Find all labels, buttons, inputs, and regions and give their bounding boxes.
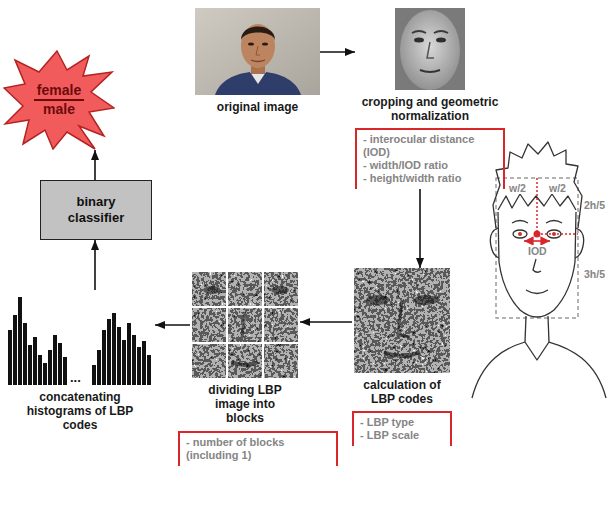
lbp-image: [354, 268, 450, 373]
dimension-label: w/2: [548, 182, 567, 194]
step-caption: cropping and geometric normalization: [361, 95, 499, 123]
step-caption: calculation of LBP codes: [352, 378, 452, 406]
step-caption: concatenating histograms of LBP codes: [25, 390, 135, 432]
face-sketch: [472, 142, 606, 398]
image-step: dividing LBP image into blocks- number o…: [190, 272, 300, 425]
class-label: male: [40, 101, 78, 118]
step-caption: dividing LBP image into blocks: [198, 383, 292, 425]
parameter-item: - number of blocks (including 1): [186, 436, 331, 462]
parameter-item: - width/IOD ratio: [363, 159, 498, 172]
flow-arrow: [300, 321, 352, 323]
parameter-item: - height/width ratio: [363, 172, 498, 185]
dimension-label: w/2: [508, 182, 527, 194]
parameter-bracket: - number of blocks (including 1): [178, 431, 338, 466]
parameter-bracket: - LBP type- LBP scale: [352, 411, 452, 446]
image-area: [395, 8, 465, 90]
flow-arrow: [320, 51, 355, 53]
image-step: original image: [195, 8, 320, 114]
box-label: binary classifier: [50, 194, 142, 226]
ellipsis-mark: ...: [70, 371, 81, 385]
normalized-face: [395, 8, 465, 90]
class-label: female: [34, 82, 84, 101]
image-area: [354, 268, 450, 373]
parameter-item: - interocular distance (IOD): [363, 133, 498, 159]
image-area: [192, 272, 298, 378]
step-caption: original image: [195, 100, 320, 114]
starburst-shape: [4, 51, 114, 149]
flow-arrow: [94, 150, 96, 180]
process-box: binary classifier: [40, 180, 152, 240]
input-photo: [195, 8, 320, 95]
parameter-item: - LBP scale: [360, 429, 445, 442]
histogram-bars: [8, 297, 151, 385]
dimension-label: IOD: [527, 245, 548, 257]
image-step: calculation of LBP codes - LBP type- LBP …: [352, 268, 452, 446]
dimension-label: 2h/5: [583, 199, 606, 211]
histogram-step: concatenating histograms of LBP codes: [5, 290, 155, 432]
dimension-label: 3h/5: [583, 268, 606, 280]
flow-arrow: [94, 240, 96, 290]
flow-arrow: [155, 324, 190, 326]
flow-arrow: [419, 189, 421, 268]
image-area: [195, 8, 320, 95]
result-starburst: femalemale: [3, 50, 115, 150]
parameter-bracket: - interocular distance (IOD)- width/IOD …: [355, 128, 505, 189]
lbp-blocks: [192, 272, 298, 378]
image-step: cropping and geometric normalization - in…: [355, 8, 505, 189]
parameter-item: - LBP type: [360, 416, 445, 429]
